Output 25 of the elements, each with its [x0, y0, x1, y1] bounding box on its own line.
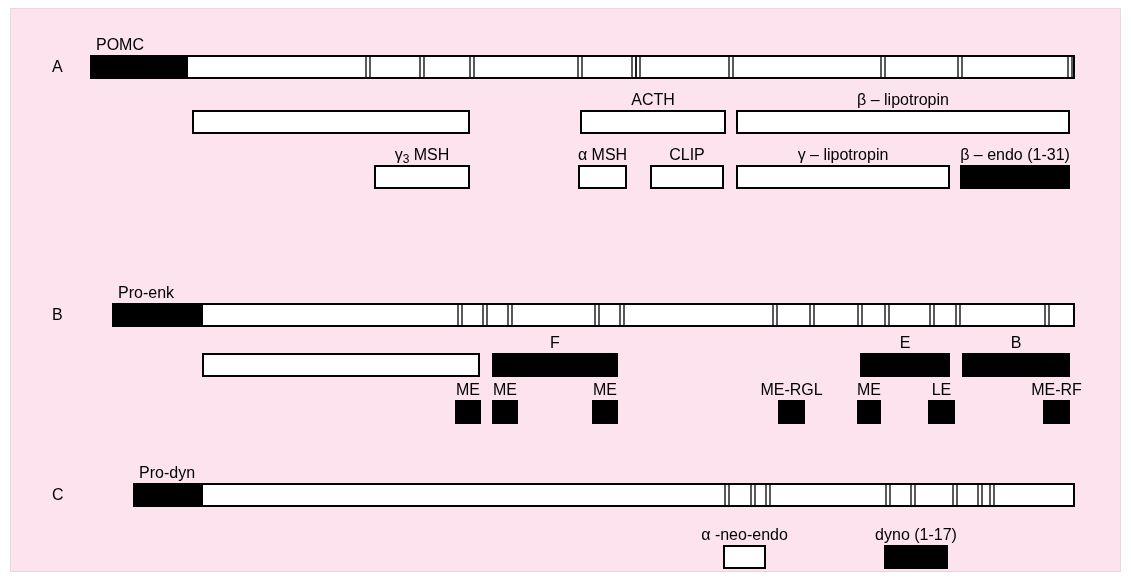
bar-label: γ$_{3}$ MSH	[394, 145, 450, 165]
bar-label: LE	[931, 380, 952, 400]
bar-label: ME	[857, 380, 881, 400]
row-letter: A	[52, 57, 63, 77]
bar-label: α -neo-endo	[701, 525, 788, 545]
row-letter: C	[52, 485, 64, 505]
bar-label: β – endo (1-31)	[960, 145, 1070, 165]
bar-label: ME	[593, 380, 617, 400]
bar-label: dyno (1-17)	[875, 525, 957, 545]
bar-label: Pro-enk	[118, 283, 175, 303]
row-letter: B	[52, 305, 63, 325]
bar-label: γ – lipotropin	[797, 145, 889, 165]
bar-label: ME-RF	[1031, 380, 1082, 400]
bar-label: β – lipotropin	[857, 90, 949, 110]
bar-label: ME-RGL	[760, 380, 823, 400]
bar-label: E	[899, 333, 911, 353]
bar-label: Pro-dyn	[139, 463, 196, 483]
bar-label: ME	[456, 380, 480, 400]
bar-label: ACTH	[631, 90, 675, 110]
bar-label: POMC	[96, 35, 144, 55]
bar-label: B	[1010, 333, 1022, 353]
bar-label: α MSH	[577, 145, 628, 165]
bar-label: CLIP	[669, 145, 705, 165]
bar-label: F	[550, 333, 560, 353]
bar-label: ME	[493, 380, 517, 400]
